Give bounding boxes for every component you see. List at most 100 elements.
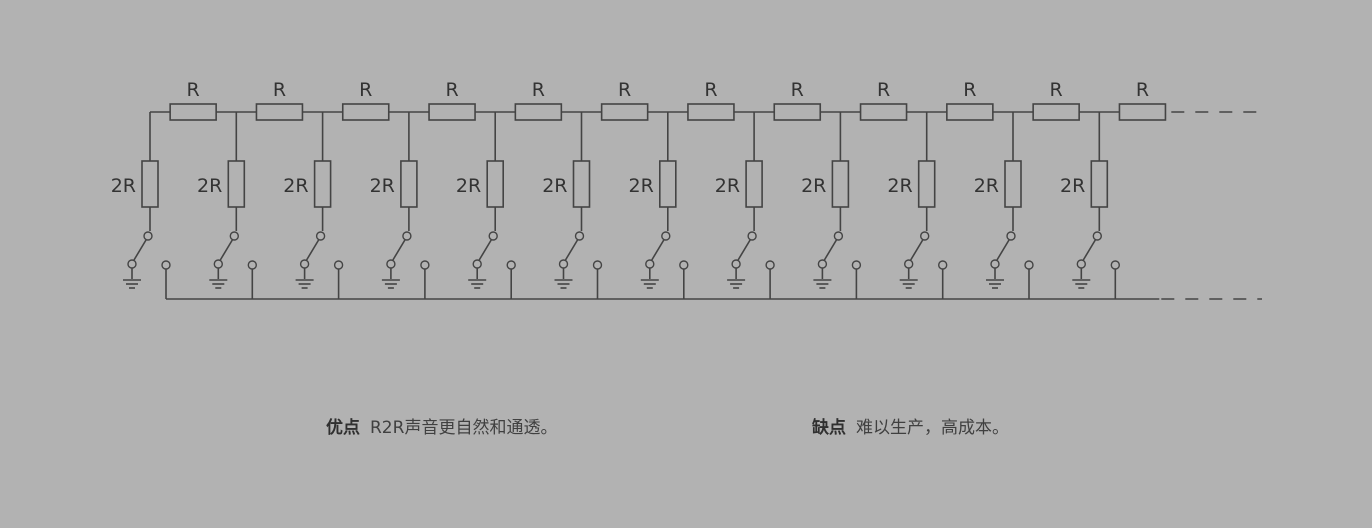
switch-common-terminal [833, 231, 844, 241]
shunt-resistor-label: 2R [629, 175, 654, 197]
pros-heading: 优点 [326, 418, 360, 438]
shunt-resistor-label: 2R [974, 175, 999, 197]
ground-contact [213, 259, 224, 269]
series-resistor [600, 103, 649, 121]
ground-contact [299, 259, 310, 269]
switch-common-terminal [747, 231, 757, 241]
shunt-resistor [486, 160, 505, 208]
series-resistor-label: R [963, 79, 976, 101]
output-contact [1024, 260, 1034, 270]
shunt-resistor [831, 160, 850, 208]
shunt-resistor-label: 2R [801, 175, 826, 197]
shunt-resistor-label: 2R [370, 175, 395, 197]
switch-common-terminal [402, 231, 412, 241]
shunt-resistor-label: 2R [1060, 175, 1085, 197]
shunt-resistor-label: 2R [197, 175, 222, 197]
shunt-resistor-label: 2R [715, 175, 740, 197]
ground-contact [558, 259, 569, 269]
output-contact [765, 260, 775, 270]
switch-common-terminal [1092, 231, 1103, 241]
series-resistor [169, 103, 217, 121]
switch-common-terminal [488, 231, 498, 241]
switch-common-terminal [143, 231, 153, 241]
ground-contact [731, 259, 741, 269]
series-resistor [428, 103, 476, 121]
shunt-resistor [745, 160, 763, 208]
output-contact [938, 260, 948, 270]
pros-caption: 优点 R2R声音更自然和通透。 [326, 413, 557, 438]
output-contact [506, 260, 516, 270]
switch-common-terminal [661, 231, 671, 241]
series-resistor [1118, 103, 1167, 121]
shunt-resistor-label: 2R [283, 175, 308, 197]
series-resistor [1032, 103, 1080, 121]
switch-blade [910, 239, 924, 261]
series-resistor-label: R [445, 79, 458, 101]
shunt-resistor [658, 160, 677, 208]
series-resistor [514, 103, 563, 121]
series-resistor [859, 103, 908, 121]
cons-text: 难以生产，高成本。 [856, 418, 1009, 438]
switches [123, 231, 1121, 299]
ground-contact [1076, 259, 1087, 269]
series-resistor [341, 103, 390, 121]
shunt-resistor [572, 160, 591, 208]
shunt-resistor [400, 160, 418, 208]
switch-blade [478, 239, 492, 261]
shunt-resistor [313, 160, 332, 208]
series-resistor [946, 103, 994, 121]
series-resistor-label: R [704, 79, 717, 101]
cons-heading: 缺点 [812, 418, 846, 438]
switch-common-terminal [315, 231, 326, 241]
switch-blade [392, 239, 406, 261]
switch-blade [219, 239, 233, 261]
output-contact [851, 260, 862, 270]
output-contact [592, 260, 603, 270]
switch-blade [737, 239, 751, 261]
series-resistor-label: R [187, 79, 200, 101]
series-resistor-label: R [618, 79, 631, 101]
shunt-resistor [227, 160, 246, 208]
shunt-resistor-label: 2R [542, 175, 567, 197]
series-resistor-label: R [791, 79, 804, 101]
ground-contact [904, 259, 914, 269]
shunt-resistor-label: 2R [456, 175, 481, 197]
output-contact [161, 260, 171, 270]
series-resistor [773, 103, 822, 121]
series-resistor-label: R [532, 79, 545, 101]
output-contact [1110, 260, 1121, 270]
series-resistor [255, 103, 304, 121]
output-contact [247, 260, 258, 270]
cons-caption: 缺点难以生产，高成本。 [812, 413, 1009, 438]
shunt-resistor [1090, 160, 1109, 208]
switch-blade [823, 239, 838, 261]
series-resistor [687, 103, 735, 121]
ground-contact [990, 259, 1000, 269]
switch-common-terminal [574, 231, 585, 241]
switch-common-terminal [1006, 231, 1016, 241]
switch-blade [133, 239, 147, 261]
pros-text: R2R声音更自然和通透。 [370, 418, 558, 438]
series-resistor-label: R [273, 79, 286, 101]
ground-contact [817, 259, 828, 269]
shunt-resistor [1004, 160, 1022, 208]
series-resistor-label: R [1136, 79, 1149, 101]
ground-contact [645, 259, 655, 269]
series-resistor-label: R [877, 79, 890, 101]
shunt-resistor-label: 2R [887, 175, 912, 197]
ground-contact [127, 259, 137, 269]
switch-blade [996, 239, 1010, 261]
switch-common-terminal [920, 231, 930, 241]
ground-contact [386, 259, 396, 269]
ground-contact [472, 259, 482, 269]
shunt-resistor [917, 160, 936, 208]
output-contact [333, 260, 344, 270]
output-contact [679, 260, 689, 270]
switch-blade [651, 239, 665, 261]
switch-common-terminal [229, 231, 240, 241]
series-resistor-label: R [359, 79, 372, 101]
switch-blade [305, 239, 320, 261]
